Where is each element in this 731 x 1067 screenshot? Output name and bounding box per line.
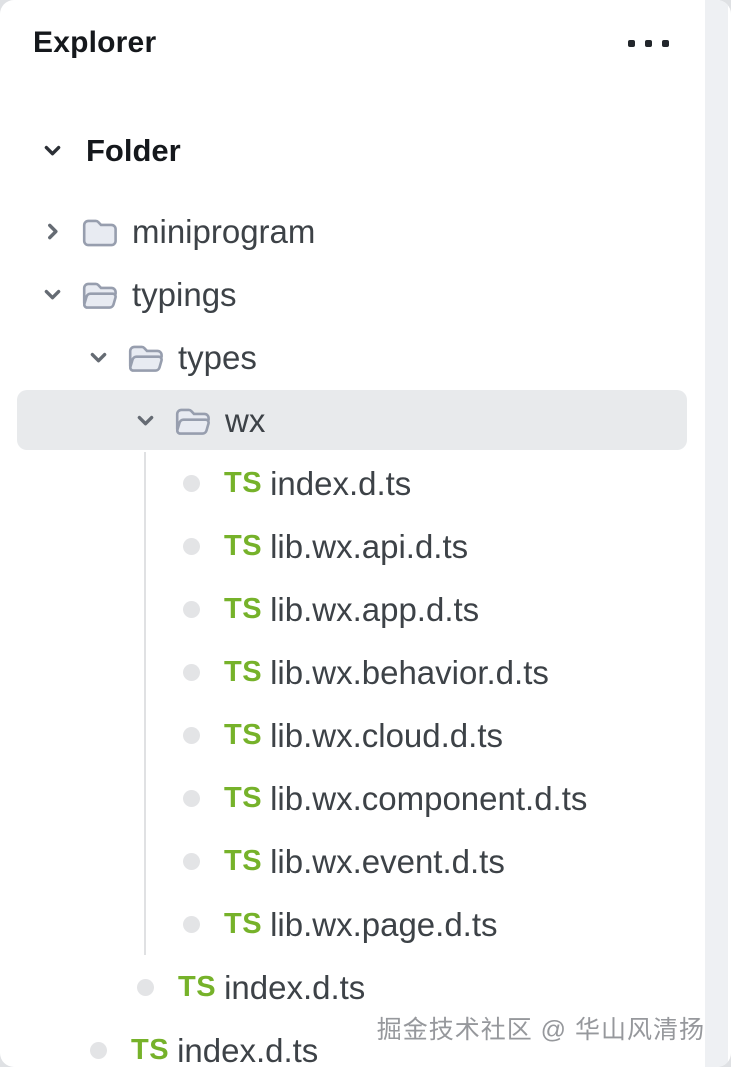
bullet-dot-icon bbox=[84, 1037, 112, 1065]
tree-item-wx[interactable]: wx bbox=[0, 389, 731, 452]
ts-badge: TS bbox=[224, 845, 263, 877]
folder-label: miniprogram bbox=[132, 212, 316, 250]
bullet-dot-icon bbox=[177, 596, 205, 624]
more-options-icon[interactable] bbox=[628, 40, 669, 47]
ts-badge: TS bbox=[224, 593, 263, 625]
indent-guide-line bbox=[144, 452, 146, 955]
bullet-dot-icon bbox=[177, 533, 205, 561]
tree-item-miniprogram[interactable]: miniprogram bbox=[0, 200, 731, 263]
folder-label: typings bbox=[132, 275, 237, 313]
bullet-dot-icon bbox=[177, 659, 205, 687]
scrollbar-track[interactable] bbox=[705, 0, 728, 1067]
file-label: index.d.ts bbox=[224, 968, 366, 1006]
file-label: lib.wx.api.d.ts bbox=[270, 527, 469, 565]
file-label: lib.wx.cloud.d.ts bbox=[270, 716, 503, 754]
tree-item-lib-wx-component-d-ts[interactable]: TS lib.wx.component.d.ts bbox=[0, 767, 731, 830]
tree-item-lib-wx-cloud-d-ts[interactable]: TS lib.wx.cloud.d.ts bbox=[0, 704, 731, 767]
tree-item-types[interactable]: types bbox=[0, 326, 731, 389]
bullet-dot-icon bbox=[177, 785, 205, 813]
ts-badge: TS bbox=[224, 656, 263, 688]
tree-section-folder[interactable]: Folder bbox=[0, 119, 731, 182]
ts-badge: TS bbox=[178, 971, 217, 1003]
file-label: lib.wx.component.d.ts bbox=[270, 779, 588, 817]
file-label: lib.wx.behavior.d.ts bbox=[270, 653, 549, 691]
chevron-right-icon[interactable] bbox=[38, 218, 66, 246]
folder-open-icon bbox=[82, 279, 118, 310]
tree-item-lib-wx-behavior-d-ts[interactable]: TS lib.wx.behavior.d.ts bbox=[0, 641, 731, 704]
tree-item-index-d-ts[interactable]: TS index.d.ts bbox=[0, 452, 731, 515]
panel-header: Explorer bbox=[0, 0, 731, 72]
bullet-dot-icon bbox=[177, 470, 205, 498]
ts-badge: TS bbox=[224, 467, 263, 499]
file-label: lib.wx.page.d.ts bbox=[270, 905, 498, 943]
section-label: Folder bbox=[86, 132, 181, 168]
tree-item-index-d-ts[interactable]: TS index.d.ts bbox=[0, 1019, 731, 1067]
bullet-dot-icon bbox=[131, 974, 159, 1002]
tree-item-typings[interactable]: typings bbox=[0, 263, 731, 326]
bullet-dot-icon bbox=[177, 722, 205, 750]
file-label: lib.wx.event.d.ts bbox=[270, 842, 505, 880]
ts-badge: TS bbox=[224, 782, 263, 814]
folder-closed-icon bbox=[82, 216, 118, 247]
folder-label: types bbox=[178, 338, 257, 376]
folder-label: wx bbox=[225, 401, 266, 439]
folder-open-icon bbox=[175, 405, 211, 436]
tree-item-lib-wx-app-d-ts[interactable]: TS lib.wx.app.d.ts bbox=[0, 578, 731, 641]
chevron-down-icon[interactable] bbox=[38, 281, 66, 309]
file-tree: Folder miniprogram typings bbox=[0, 119, 731, 1067]
ts-badge: TS bbox=[224, 908, 263, 940]
ts-badge: TS bbox=[224, 719, 263, 751]
panel-title: Explorer bbox=[33, 26, 157, 59]
file-label: lib.wx.app.d.ts bbox=[270, 590, 480, 628]
tree-item-lib-wx-page-d-ts[interactable]: TS lib.wx.page.d.ts bbox=[0, 893, 731, 956]
bullet-dot-icon bbox=[177, 911, 205, 939]
chevron-down-icon[interactable] bbox=[131, 407, 159, 435]
tree-item-lib-wx-api-d-ts[interactable]: TS lib.wx.api.d.ts bbox=[0, 515, 731, 578]
folder-open-icon bbox=[128, 342, 164, 373]
bullet-dot-icon bbox=[177, 848, 205, 876]
tree-item-index-d-ts[interactable]: TS index.d.ts bbox=[0, 956, 731, 1019]
tree-item-lib-wx-event-d-ts[interactable]: TS lib.wx.event.d.ts bbox=[0, 830, 731, 893]
ts-badge: TS bbox=[224, 530, 263, 562]
chevron-down-icon[interactable] bbox=[84, 344, 112, 372]
ts-badge: TS bbox=[131, 1034, 170, 1066]
watermark-text: 掘金技术社区 @ 华山风清扬 bbox=[376, 1016, 705, 1044]
file-label: index.d.ts bbox=[177, 1031, 319, 1067]
chevron-down-icon[interactable] bbox=[38, 137, 66, 165]
file-label: index.d.ts bbox=[270, 464, 412, 502]
